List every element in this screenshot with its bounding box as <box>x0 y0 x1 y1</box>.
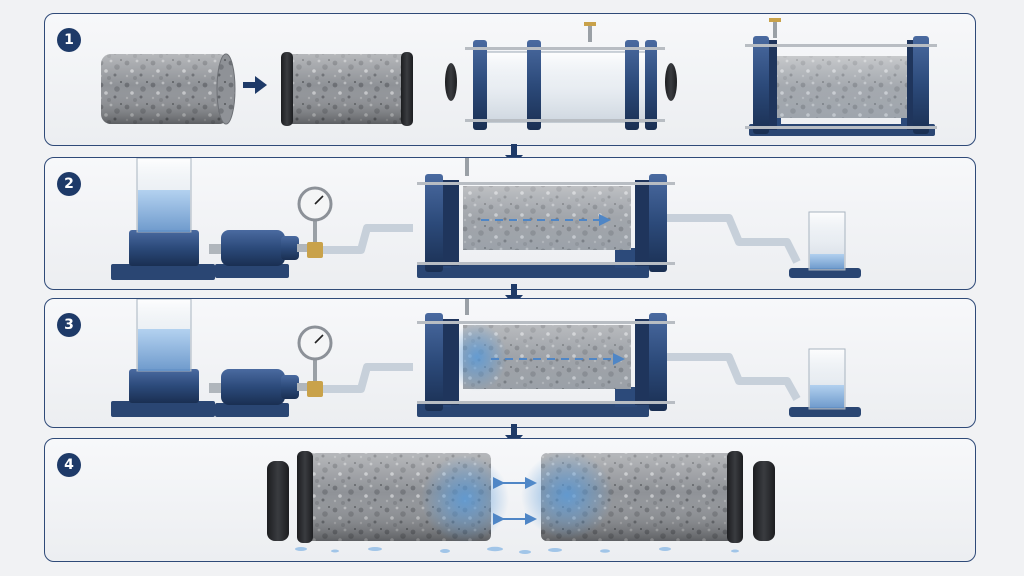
pressure-gauge-icon <box>297 186 333 258</box>
flow-arrow-icon <box>243 76 267 94</box>
pump-icon <box>209 369 319 417</box>
rubber-cap-icon <box>267 461 289 541</box>
pump-icon <box>209 230 319 278</box>
pressure-gauge-icon <box>297 325 333 397</box>
step-number-badge: 3 <box>57 313 81 337</box>
step-number-badge: 4 <box>57 453 81 477</box>
step-1-illustration <box>101 18 937 136</box>
test-cell-icon <box>465 22 665 130</box>
test-cell-icon <box>417 299 675 417</box>
rubber-cap-icon <box>753 461 775 541</box>
outlet-pipe <box>667 353 801 401</box>
split-core-left <box>297 451 509 543</box>
concrete-core-icon <box>101 53 236 125</box>
water-penetration-zone <box>447 323 507 391</box>
split-core-right <box>521 451 743 543</box>
water-droplets <box>295 546 739 554</box>
inlet-pipe <box>323 363 413 393</box>
step-3-illustration <box>111 299 861 417</box>
beaker-icon <box>789 211 861 278</box>
water-reservoir-icon <box>111 158 215 280</box>
step-2-illustration <box>111 158 861 280</box>
step-number-badge: 1 <box>57 28 81 52</box>
step-3-panel: 3 <box>44 298 976 428</box>
rubber-cap-icon <box>445 63 457 101</box>
water-reservoir-icon <box>111 299 215 417</box>
beaker-icon <box>789 348 861 417</box>
inlet-pipe <box>323 224 413 254</box>
water-penetration-zone <box>521 451 613 539</box>
step-4-panel: 4 <box>44 438 976 562</box>
water-penetration-zone <box>421 455 509 543</box>
step-2-panel: 2 <box>44 157 976 290</box>
test-cell-icon <box>417 158 675 278</box>
rubber-cap-icon <box>665 63 677 101</box>
step-1-panel: 1 <box>44 13 976 146</box>
step-4-illustration <box>267 451 775 554</box>
assembled-test-cell-icon <box>745 18 937 136</box>
capped-concrete-core-icon <box>281 52 413 126</box>
step-number-badge: 2 <box>57 172 81 196</box>
outlet-pipe <box>667 214 801 264</box>
